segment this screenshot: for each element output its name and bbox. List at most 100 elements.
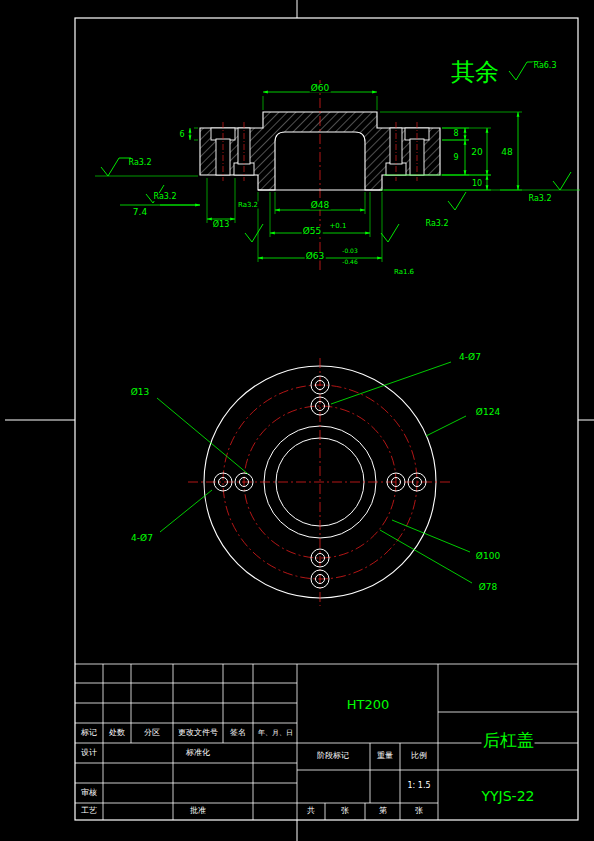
hole-circle xyxy=(316,575,325,584)
extension-line xyxy=(442,175,469,176)
table-rule xyxy=(75,683,297,684)
roughness-symbol xyxy=(553,172,571,190)
dimension-line xyxy=(160,205,200,206)
extension-line xyxy=(442,128,469,129)
dimension-label: 8 xyxy=(452,130,459,138)
dimension-line xyxy=(518,112,519,190)
hole-circle xyxy=(387,473,405,491)
dimension-label: 48 xyxy=(500,148,513,157)
hole-circle xyxy=(311,376,329,394)
dimension-label: Ra1.6 xyxy=(393,269,415,276)
dimension-line xyxy=(207,219,235,220)
table-rule xyxy=(297,664,298,820)
dimension-line xyxy=(487,128,488,175)
dimension-label: Ø63 xyxy=(305,252,326,261)
title-block-cell: 工艺 xyxy=(80,807,98,815)
dimension-label: 20 xyxy=(470,148,483,157)
hole-circle xyxy=(408,473,426,491)
dimension-label: Ø78 xyxy=(478,583,499,592)
title-block-cell: 审核 xyxy=(80,789,98,797)
leader-line xyxy=(392,520,470,552)
dimension-line xyxy=(465,140,466,175)
leader-line xyxy=(380,530,472,583)
extension-line xyxy=(194,128,198,129)
dimension-label: 其余 xyxy=(450,60,500,84)
title-block-cell: 张 xyxy=(414,807,424,815)
title-block-cell: 共 xyxy=(306,807,316,815)
leader-line xyxy=(426,416,466,436)
extension-line xyxy=(382,192,383,262)
dimension-label: Ra3.2 xyxy=(527,195,552,203)
table-rule xyxy=(131,664,132,743)
title-block-cell: 第 xyxy=(378,807,388,815)
dimension-label: Ra3.2 xyxy=(424,220,449,228)
title-block-cell: 标准化 xyxy=(185,749,211,757)
extension-line xyxy=(377,96,378,110)
dimension-line xyxy=(275,210,365,211)
extension-line xyxy=(384,190,491,191)
roughness-symbol xyxy=(245,224,263,242)
extension-line xyxy=(270,192,271,237)
hole-centerline xyxy=(417,122,418,181)
extension-line xyxy=(365,192,366,214)
table-rule xyxy=(75,723,297,724)
title-block-cell: 批准 xyxy=(189,807,207,815)
title-block-cell: 签名 xyxy=(229,729,247,737)
table-rule xyxy=(223,664,224,743)
title-block-cell: 张 xyxy=(340,807,350,815)
leader-line xyxy=(157,398,248,474)
hole-circle xyxy=(219,478,228,487)
dimension-label: Ø13 xyxy=(212,221,230,229)
title-block-cell: 1: 1.5 xyxy=(406,782,431,790)
hole-centerline xyxy=(244,122,245,181)
extension-line xyxy=(384,175,491,176)
hole-circle xyxy=(392,478,401,487)
leader-line xyxy=(160,490,212,532)
dimension-label: Ra6.3 xyxy=(532,62,557,70)
title-block-cell: 标记 xyxy=(80,729,98,737)
extension-line xyxy=(275,192,276,214)
table-rule xyxy=(253,664,254,820)
hole-circle xyxy=(240,478,249,487)
extension-line xyxy=(500,190,580,191)
hole-centerline xyxy=(223,122,224,181)
leader-line xyxy=(331,362,451,404)
roughness-symbol xyxy=(381,224,399,242)
dimension-label: Ø60 xyxy=(310,84,331,93)
dimension-label: Ra3.2 xyxy=(237,202,259,209)
extension-line xyxy=(442,128,491,129)
title-block-cell: YYJS-22 xyxy=(481,789,536,803)
table-rule xyxy=(438,664,439,820)
dimension-label: -0.03 xyxy=(341,248,359,254)
dimension-label: Ra3.2 xyxy=(152,193,177,201)
hole-circle xyxy=(316,554,325,563)
table-rule xyxy=(370,743,371,803)
title-block-cell: 设计 xyxy=(80,749,98,757)
table-rule xyxy=(400,803,401,820)
dimension-line xyxy=(487,175,488,190)
dimension-label: -0.46 xyxy=(341,259,359,265)
hole-centerline xyxy=(396,122,397,181)
dimension-label: Ø100 xyxy=(475,552,501,561)
extension-line xyxy=(380,112,522,113)
center-tick xyxy=(297,820,298,841)
sheet-frame xyxy=(75,18,578,820)
extension-line xyxy=(194,140,198,141)
dimension-label: Ra3.2 xyxy=(127,159,152,167)
extension-line xyxy=(263,96,264,110)
dimension-line xyxy=(190,128,191,140)
extension-line xyxy=(235,178,236,223)
dimension-label: Ø13 xyxy=(130,388,151,397)
roughness-symbol xyxy=(448,192,466,210)
hole-circle xyxy=(311,570,329,588)
centerline xyxy=(320,358,321,606)
extension-line xyxy=(370,192,371,237)
table-rule xyxy=(75,763,297,764)
center-tick xyxy=(578,420,594,421)
dimension-label: 4-Ø7 xyxy=(130,534,154,543)
dimension-label: Ø55 xyxy=(302,227,323,236)
hole-circle xyxy=(311,397,329,415)
title-block-cell: 后杠盖 xyxy=(482,732,535,749)
